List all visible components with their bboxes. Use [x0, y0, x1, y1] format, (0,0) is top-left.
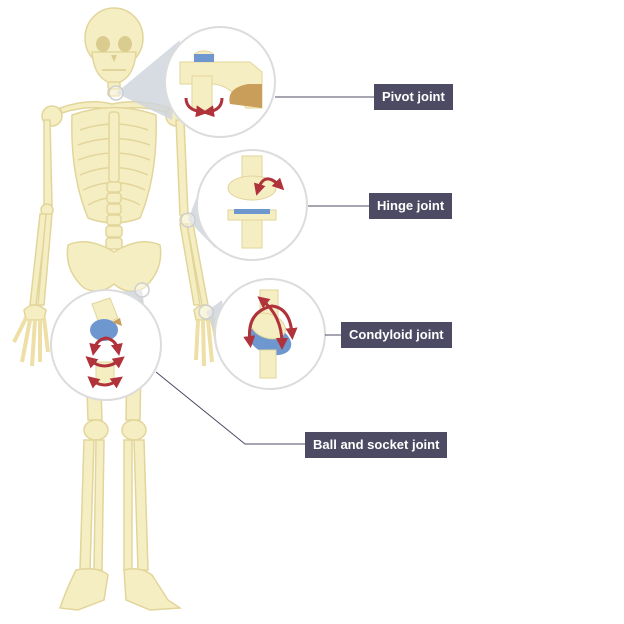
pivot-callout — [108, 26, 375, 138]
condyloid-joint-marker — [198, 304, 214, 320]
skull — [84, 7, 144, 85]
hinge-magnifier-circle — [196, 149, 308, 261]
condyloid-joint-label: Condyloid joint — [341, 322, 452, 348]
left-arm — [12, 105, 63, 367]
condyloid-joint-illustration — [243, 289, 298, 379]
hinge-callout — [180, 149, 369, 261]
ball-socket-leader-line — [155, 371, 305, 445]
pivot-shadow-wedge — [116, 40, 180, 120]
pivot-joint-label: Pivot joint — [374, 84, 453, 110]
neck-vertebrae — [107, 81, 121, 97]
pivot-joint-marker — [108, 85, 124, 101]
ribcage — [71, 106, 157, 224]
hinge-joint-illustration — [227, 155, 285, 249]
hinge-joint-marker — [180, 212, 196, 228]
ball-socket-joint-illustration — [85, 297, 125, 389]
condyloid-callout — [198, 278, 341, 390]
ball-and-socket-joint-label: Ball and socket joint — [305, 432, 448, 458]
right-arm — [165, 105, 220, 367]
pelvis — [66, 241, 162, 292]
ball-socket-joint-marker — [134, 282, 150, 298]
pivot-joint-illustration — [179, 50, 263, 118]
ball-socket-callout — [50, 282, 305, 445]
hinge-joint-label: Hinge joint — [369, 193, 453, 219]
spine — [105, 181, 123, 250]
